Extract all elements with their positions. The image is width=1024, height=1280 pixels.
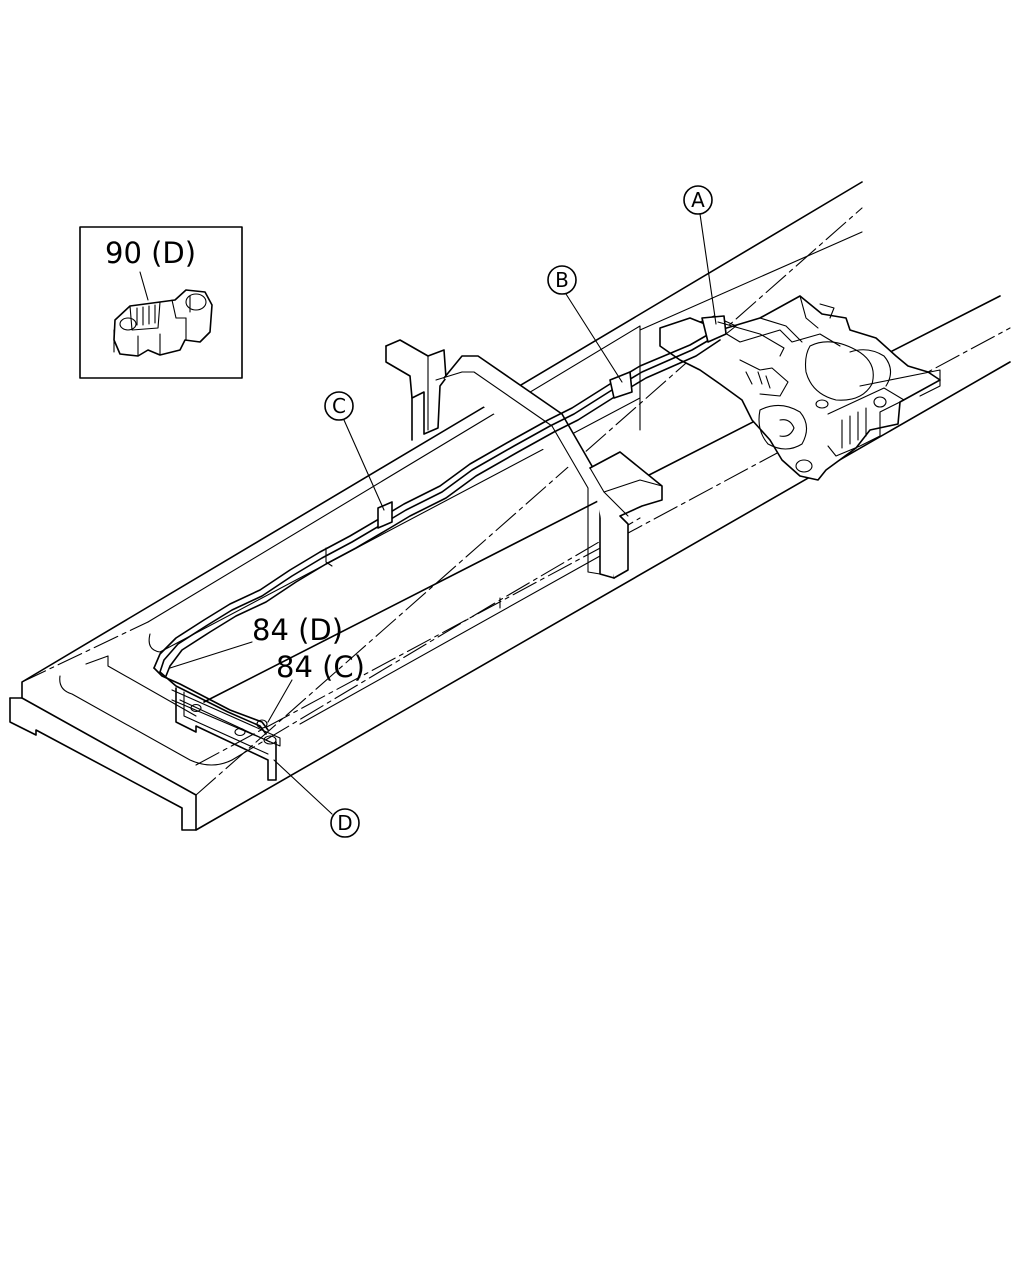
ref-letter-a: A <box>691 188 705 212</box>
inset-label: 90 (D) <box>105 236 196 270</box>
ref-marker-a: A <box>683 185 713 215</box>
ref-letter-b: B <box>555 268 569 292</box>
inset-clip-detail: 90 (D) <box>79 226 243 379</box>
clamp-c <box>377 501 393 529</box>
transmission-assembly <box>659 295 941 481</box>
callout-84c: 84 (C) <box>276 650 365 684</box>
leader-lines <box>169 213 717 815</box>
cross-member <box>385 339 663 579</box>
ref-letter-c: C <box>332 394 346 418</box>
fuel-lines <box>153 315 785 781</box>
inset-frame <box>79 226 243 379</box>
clip-illustration <box>113 271 213 357</box>
ref-marker-d: D <box>330 808 360 838</box>
clamp-b <box>609 371 633 399</box>
callout-84d: 84 (D) <box>252 613 343 647</box>
frame-rails <box>9 181 1011 831</box>
ref-marker-c: C <box>324 391 354 421</box>
ref-letter-d: D <box>337 811 352 835</box>
ref-marker-b: B <box>547 265 577 295</box>
